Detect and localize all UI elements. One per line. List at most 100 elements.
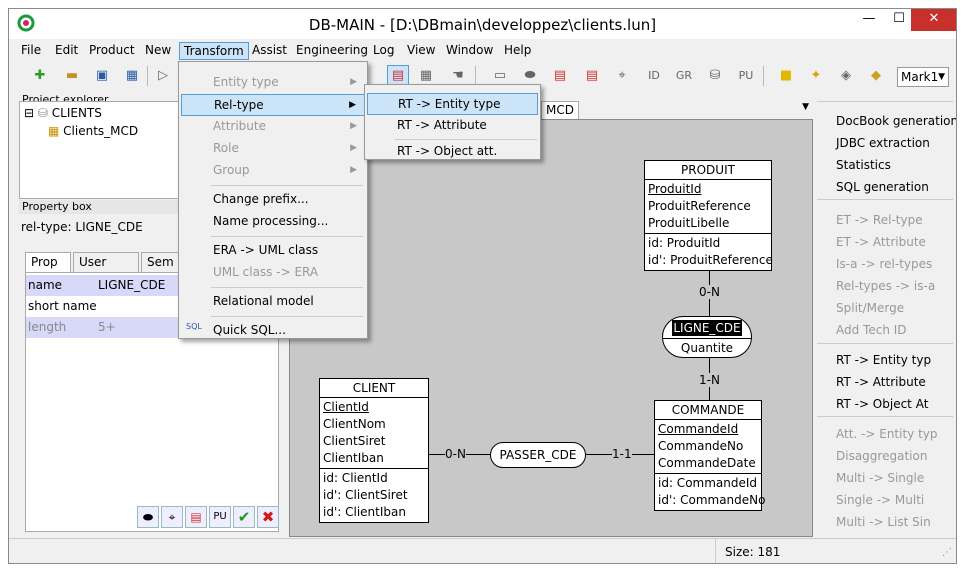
tool-rt-attribute[interactable]: RT -> Attribute [836, 375, 926, 389]
menu-product[interactable]: Product [89, 43, 135, 57]
tab-sem[interactable]: Sem [141, 252, 181, 272]
entity-red-icon[interactable]: ▤ [553, 68, 567, 83]
tool-rt-entity[interactable]: RT -> Entity typ [836, 353, 932, 367]
menu-item-group[interactable]: Group▶ [181, 160, 365, 182]
tool-att-entity[interactable]: Att. -> Entity typ [836, 427, 938, 441]
ok-icon[interactable]: ✔ [233, 506, 255, 528]
pu-button[interactable]: PU [738, 69, 754, 82]
id-button[interactable]: ID [648, 69, 660, 82]
menu-item-rel-type[interactable]: Rel-type▶ [181, 94, 365, 116]
menu-help[interactable]: Help [504, 43, 532, 57]
identifier: id: ClientId [323, 471, 388, 485]
save-icon[interactable]: ▣ [95, 68, 109, 83]
entity-commande[interactable]: COMMANDE CommandeId CommandeNo CommandeD… [654, 400, 765, 511]
hand-icon[interactable]: ☚ [452, 68, 464, 83]
menu-item-name-processing[interactable]: Name processing... [213, 214, 329, 228]
tool-jdbc[interactable]: JDBC extraction [836, 136, 930, 150]
table-icon[interactable]: ▭ [493, 68, 507, 83]
attribute: ProduitReference [648, 199, 751, 213]
menu-item-rt-entity-type[interactable]: RT -> Entity type [367, 93, 538, 115]
reltype-passer-cde[interactable]: PASSER_CDE [490, 442, 586, 468]
note-icon[interactable]: ■ [779, 68, 793, 83]
new-doc-icon[interactable]: ✚ [34, 68, 46, 83]
entity-produit[interactable]: PRODUIT ProduitId ProduitReference Produ… [644, 160, 773, 271]
reltype-ligne-cde[interactable]: LIGNE_CDE Quantite [662, 316, 752, 358]
entity-red2-icon[interactable]: ▤ [585, 68, 599, 83]
menu-engineering[interactable]: Engineering [296, 43, 368, 57]
menu-transform[interactable]: Transform [179, 42, 249, 60]
tool-multi-single[interactable]: Multi -> Single [836, 471, 925, 485]
tool-add-tech-id[interactable]: Add Tech ID [836, 323, 907, 337]
resize-grip-icon[interactable]: ⋰ [942, 547, 952, 558]
menu-item-attribute[interactable]: Attribute▶ [181, 116, 365, 138]
play-icon[interactable]: ▷ [158, 68, 168, 83]
entity-client[interactable]: CLIENT ClientId ClientNom ClientSiret Cl… [319, 378, 429, 523]
menu-item-rt-object-att[interactable]: RT -> Object att. [397, 144, 498, 158]
menu-item-change-prefix[interactable]: Change prefix... [213, 192, 309, 206]
table-row[interactable]: short name [28, 299, 97, 313]
pu-small-button[interactable]: PU [209, 506, 231, 528]
attribute: ProduitId [648, 182, 702, 196]
identifier: id': ProduitReference [648, 253, 773, 267]
attribute-icon[interactable]: ⌖ [618, 68, 626, 83]
open-folder-icon[interactable]: ▬ [65, 68, 79, 83]
rel-tool-icon[interactable]: ▦ [419, 68, 433, 83]
status-size: Size: 181 [725, 545, 781, 559]
cylinder-shape-icon[interactable]: ⬬ [524, 68, 536, 83]
menu-edit[interactable]: Edit [55, 43, 79, 57]
tool-statistics[interactable]: Statistics [836, 158, 891, 172]
tab-prop[interactable]: Prop [25, 252, 71, 272]
menu-new[interactable]: New [145, 43, 172, 57]
sql-icon: SQL [186, 322, 202, 331]
menu-window[interactable]: Window [446, 43, 494, 57]
tool-sql[interactable]: SQL generation [836, 180, 929, 194]
tool-disaggregation[interactable]: Disaggregation [836, 449, 928, 463]
app-logo-icon [17, 14, 35, 32]
chevron-down-icon[interactable]: ▼ [802, 102, 809, 112]
menu-item-rt-attribute[interactable]: RT -> Attribute [397, 118, 487, 132]
cancel-icon[interactable]: ✖ [257, 506, 279, 528]
menu-item-relational-model[interactable]: Relational model [213, 294, 314, 308]
tree-item-schema[interactable]: ▦ Clients_MCD [48, 124, 139, 138]
menu-file[interactable]: File [21, 43, 42, 57]
minimize-button[interactable]: — [862, 11, 876, 26]
tool-et-reltype[interactable]: ET -> Rel-type [836, 213, 923, 227]
identifier: id': ClientSiret [323, 488, 408, 502]
entity-add-icon[interactable]: ▤ [185, 506, 207, 528]
tab-user-prop[interactable]: User prop [73, 252, 139, 287]
marker-icon[interactable]: ✦ [810, 68, 822, 83]
menu-assist[interactable]: Assist [252, 43, 288, 57]
window-title: DB-MAIN - [D:\DBmain\developpez\clients.… [308, 16, 657, 34]
tool-docbook[interactable]: DocBook generation [836, 114, 957, 128]
tag-icon[interactable]: ◈ [841, 68, 851, 83]
tool-rt-object[interactable]: RT -> Object At [836, 397, 929, 411]
tree-item-root[interactable]: ⊟ ⛁ CLIENTS [24, 106, 102, 120]
tab-mcd[interactable]: MCD [541, 101, 579, 119]
menu-item-uml-era[interactable]: UML class -> ERA [213, 265, 319, 279]
tool-reltypes-isa[interactable]: Rel-types -> is-a [836, 279, 936, 293]
label-icon[interactable]: ◆ [871, 68, 881, 83]
schema-canvas[interactable]: 0-N 1-N 0-N 1-1 PRODUIT ProduitId Produi… [289, 119, 813, 537]
menu-item-quick-sql[interactable]: Quick SQL... [213, 323, 286, 337]
maximize-button[interactable]: ☐ [893, 11, 905, 26]
tool-multi-list[interactable]: Multi -> List Sin [836, 515, 931, 529]
shape-icon[interactable]: ⬬ [137, 506, 159, 528]
database-icon[interactable]: ⛁ [709, 68, 721, 83]
menu-item-role[interactable]: Role▶ [181, 138, 365, 160]
menu-item-entity-type[interactable]: Entity type▶ [181, 72, 365, 94]
gr-button[interactable]: GR [675, 69, 693, 82]
entity-tool-icon[interactable]: ▤ [387, 65, 409, 87]
tool-single-multi[interactable]: Single -> Multi [836, 493, 925, 507]
menu-log[interactable]: Log [373, 43, 395, 57]
attribute: CommandeId [658, 422, 739, 436]
save-all-icon[interactable]: ▦ [125, 68, 139, 83]
tool-et-attribute[interactable]: ET -> Attribute [836, 235, 926, 249]
attribute-add-icon[interactable]: ⌖ [161, 506, 183, 528]
close-button[interactable]: ✕ [911, 9, 956, 31]
tool-isa-reltypes[interactable]: Is-a -> rel-types [836, 257, 933, 271]
transformation-panel: DocBook generation JDBC extraction Stati… [815, 99, 956, 537]
mark-select[interactable]: Mark1▼ [897, 67, 949, 87]
menu-view[interactable]: View [407, 43, 436, 57]
menu-item-era-uml[interactable]: ERA -> UML class [213, 243, 319, 257]
tool-split-merge[interactable]: Split/Merge [836, 301, 905, 315]
